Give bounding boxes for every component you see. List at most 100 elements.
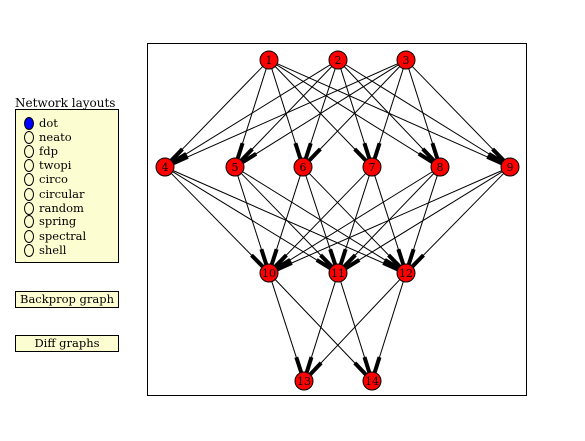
edge-arrowhead [430,142,440,160]
radio-circle-icon [24,187,34,201]
edge-3-9 [411,66,505,161]
radio-circle-icon [24,144,34,158]
layout-option-dot[interactable]: dot [24,116,58,130]
edge-2-4 [172,64,331,163]
node-label: 1 [266,54,273,67]
node-label: 12 [399,267,413,280]
edge-3-4 [173,63,398,164]
edge-arrowhead [362,142,372,160]
radio-circle-icon [24,172,34,186]
diff-graphs-button[interactable]: Diff graphs [15,335,119,352]
layout-option-shell[interactable]: shell [24,243,66,257]
node-12[interactable] [396,263,416,283]
edge-arrowhead [172,155,189,166]
radio-selected-icon [24,116,34,130]
edge-9-10 [277,170,502,270]
node-7[interactable] [362,157,382,177]
node-label: 8 [437,161,444,174]
node-label: 13 [297,375,311,388]
node-label: 5 [232,161,239,174]
layout-option-spectral[interactable]: spectral [24,229,86,243]
layout-option-label: shell [39,243,67,257]
edges-layer [169,63,506,376]
node-10[interactable] [259,263,279,283]
edge-1-4 [170,66,264,161]
edge-arrowhead [259,248,269,266]
edge-3-5 [242,64,399,163]
node-13[interactable] [294,371,314,391]
node-4[interactable] [155,157,175,177]
node-label: 4 [162,161,169,174]
edge-arrowhead [421,147,436,162]
edge-arrowhead [353,361,368,376]
edge-arrowhead [362,356,372,374]
layout-option-spring[interactable]: spring [24,214,76,228]
node-14[interactable] [362,371,382,391]
edge-arrowhead [406,248,416,266]
node-label: 2 [335,54,342,67]
layout-option-label: circo [39,172,68,186]
edge-arrowhead [169,147,184,162]
edge-7-10 [274,173,367,267]
layout-option-circular[interactable]: circular [24,187,85,201]
edge-arrowhead [319,253,334,268]
layout-option-label: dot [39,116,58,130]
edge-arrowhead [372,356,382,374]
edge-arrowhead [315,258,332,271]
edge-arrowhead [338,248,348,266]
node-2[interactable] [328,50,348,70]
node-label: 14 [365,375,379,388]
edge-arrowhead [487,152,504,164]
layout-option-fdp[interactable]: fdp [24,144,58,158]
layout-option-label: spectral [39,229,87,243]
edge-arrowhead [307,147,322,162]
node-8[interactable] [430,157,450,177]
node-9[interactable] [500,157,520,177]
layout-option-twopi[interactable]: twopi [24,158,71,172]
node-label: 3 [403,54,410,67]
radio-circle-icon [24,158,34,172]
node-5[interactable] [225,157,245,177]
node-11[interactable] [328,263,348,283]
edge-12-13 [309,279,401,375]
edge-arrowhead [417,152,434,164]
edge-arrowhead [273,253,288,268]
layout-option-label: spring [39,214,77,228]
edge-arrowhead [304,356,314,374]
edge-arrowhead [396,248,406,266]
layout-option-label: random [39,201,84,215]
radio-circle-icon [24,214,34,228]
layout-option-random[interactable]: random [24,201,84,215]
edge-arrowhead [276,261,293,272]
node-3[interactable] [396,50,416,70]
layout-option-circo[interactable]: circo [24,172,68,186]
radio-circle-icon [24,229,34,243]
layout-option-label: circular [39,187,85,201]
backprop-graph-button[interactable]: Backprop graph [15,291,119,308]
node-6[interactable] [293,157,313,177]
edge-3-6 [308,66,401,161]
layout-radio-group: dot neato fdp twopi circo circular rando… [15,109,119,263]
node-label: 11 [331,267,345,280]
edge-arrowhead [491,147,506,162]
edge-9-11 [345,171,503,269]
edge-arrowhead [344,258,361,270]
edge-2-9 [345,64,503,163]
edge-arrowhead [239,147,254,162]
edge-4-10 [170,173,264,267]
layout-option-label: twopi [39,158,72,172]
radio-circle-icon [24,130,34,144]
edge-arrowhead [342,253,357,268]
edge-arrowhead [372,142,382,160]
node-label: 9 [507,161,514,174]
layout-option-neato[interactable]: neato [24,130,72,144]
edge-arrowhead [294,356,304,374]
node-1[interactable] [259,50,279,70]
edge-8-10 [276,171,433,269]
edge-9-12 [411,173,505,267]
edge-arrowhead [308,361,323,376]
layout-option-label: fdp [39,144,58,158]
radio-circle-icon [24,201,34,215]
edge-arrowhead [250,253,265,268]
